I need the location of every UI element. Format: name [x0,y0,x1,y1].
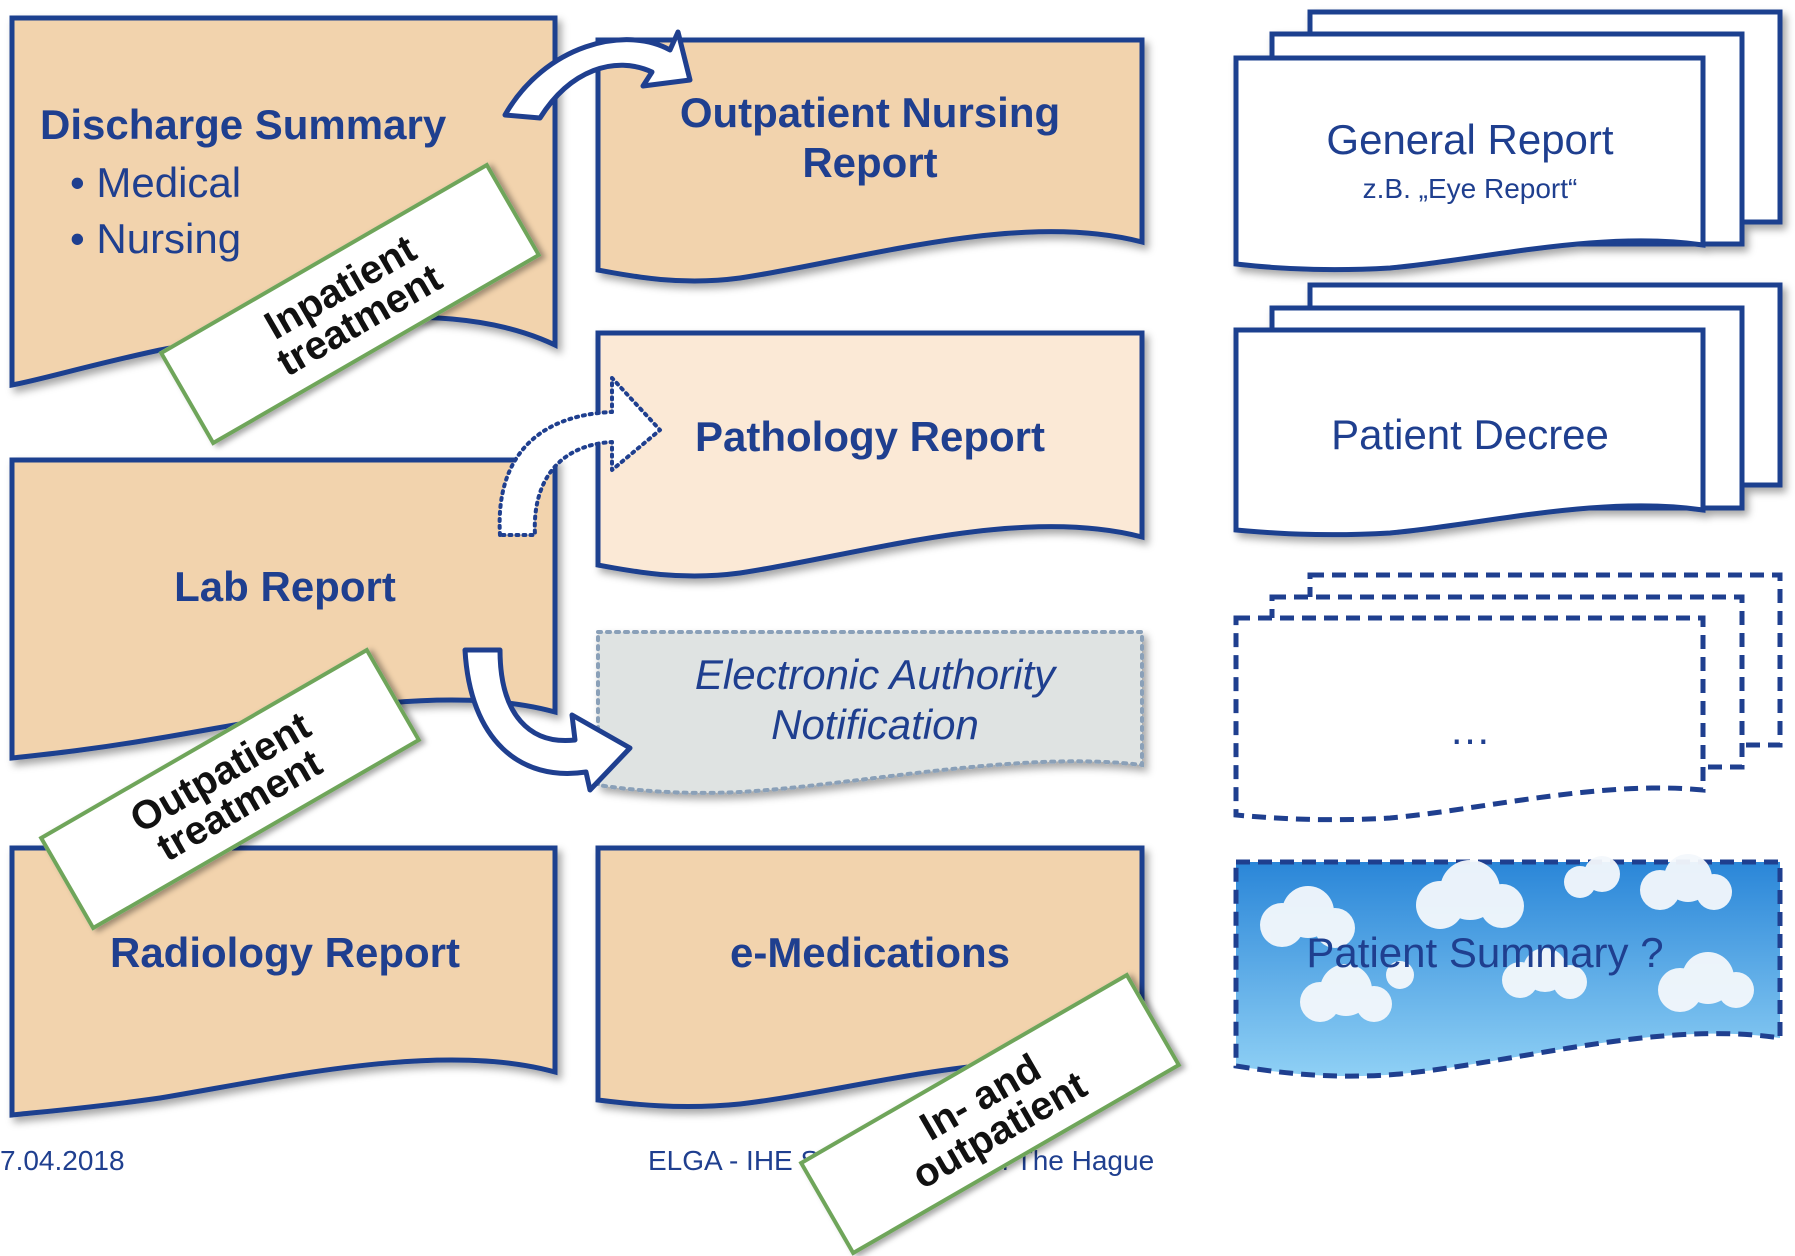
arrow-discharge-to-nursing [502,29,693,121]
pathology-shape [595,330,1145,579]
arrow-lab-to-authority [462,647,633,793]
ellipsis-stack [1233,572,1783,823]
outpatient-nursing-shape [595,37,1145,284]
diagram-shapes [9,9,1783,1118]
slide: Discharge Summary • Medical • Nursing Ou… [0,9,1783,1256]
general-report-stack [1233,9,1783,273]
patient-summary-shape [1233,854,1783,1079]
pathology-title: Pathology Report [694,413,1045,460]
footer-event: ELGA - IHE S [648,1145,820,1176]
discharge-summary-title: Discharge Summary [40,101,447,148]
patient-summary-title: Patient Summary ? [1306,929,1664,976]
patient-decree-stack [1233,282,1783,538]
radiology-shape [9,845,558,1118]
general-report-subtitle: z.B. „Eye Report“ [1362,173,1578,204]
outpatient-nursing-title: Outpatient Nursing Report [679,89,1061,186]
emedications-title: e-Medications [729,929,1011,976]
bullet-nursing: • Nursing [70,214,242,262]
arrow-lab-to-pathology [497,376,662,537]
lab-report-title: Lab Report [174,563,396,610]
general-report-title: General Report [1326,116,1614,163]
footer-date: 7.04.2018 [0,1145,125,1176]
bullet-medical: • Medical [70,159,242,206]
discharge-summary-bullets: • Medical • Nursing [70,158,241,263]
radiology-title: Radiology Report [109,929,460,976]
ellipsis-doc-title: … [1449,706,1491,753]
authority-notification-title: Electronic Authority Notification [694,651,1056,748]
authority-notification-shape [596,630,1144,795]
patient-decree-title: Patient Decree [1331,411,1609,458]
